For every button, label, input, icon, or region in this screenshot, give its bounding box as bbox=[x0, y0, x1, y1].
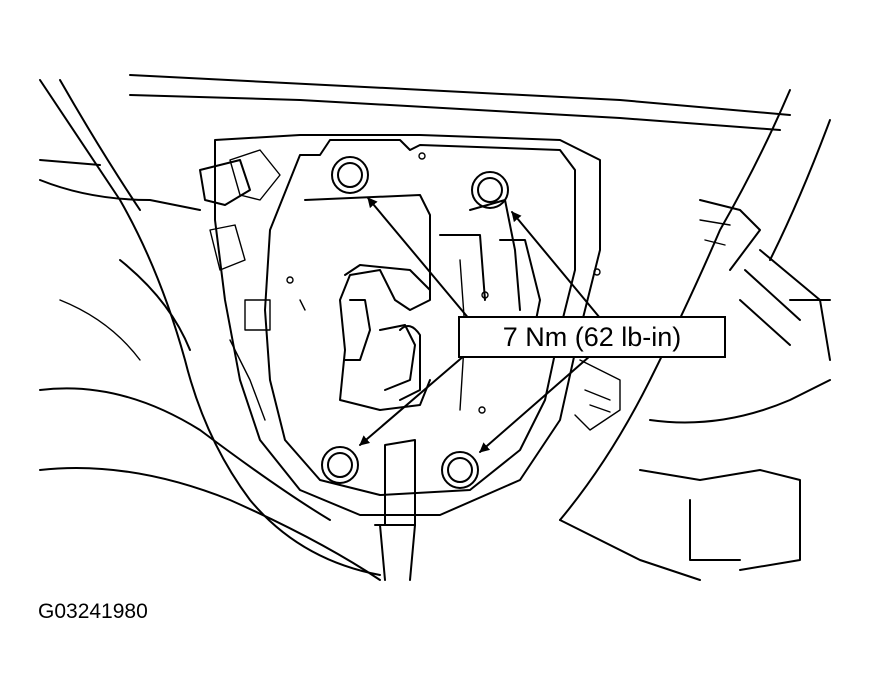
bolt-head-icon bbox=[471, 171, 509, 209]
arrow-icon bbox=[367, 197, 471, 321]
arrow-icon bbox=[511, 211, 601, 319]
figure-id: G03241980 bbox=[38, 600, 148, 623]
torque-callout: 7 Nm (62 lb-in) bbox=[458, 316, 726, 358]
torque-label: 7 Nm (62 lb-in) bbox=[502, 321, 682, 352]
torque-leader-lines bbox=[359, 197, 601, 453]
bolt-head-icon bbox=[441, 451, 479, 489]
shifter-base-plate bbox=[199, 134, 601, 516]
bolt-head-icon bbox=[321, 446, 359, 484]
shift-gate bbox=[286, 152, 621, 581]
arrow-icon bbox=[359, 354, 466, 446]
bolt-head-icon bbox=[331, 156, 369, 194]
arrow-icon bbox=[479, 355, 591, 453]
console-outline bbox=[39, 74, 831, 581]
